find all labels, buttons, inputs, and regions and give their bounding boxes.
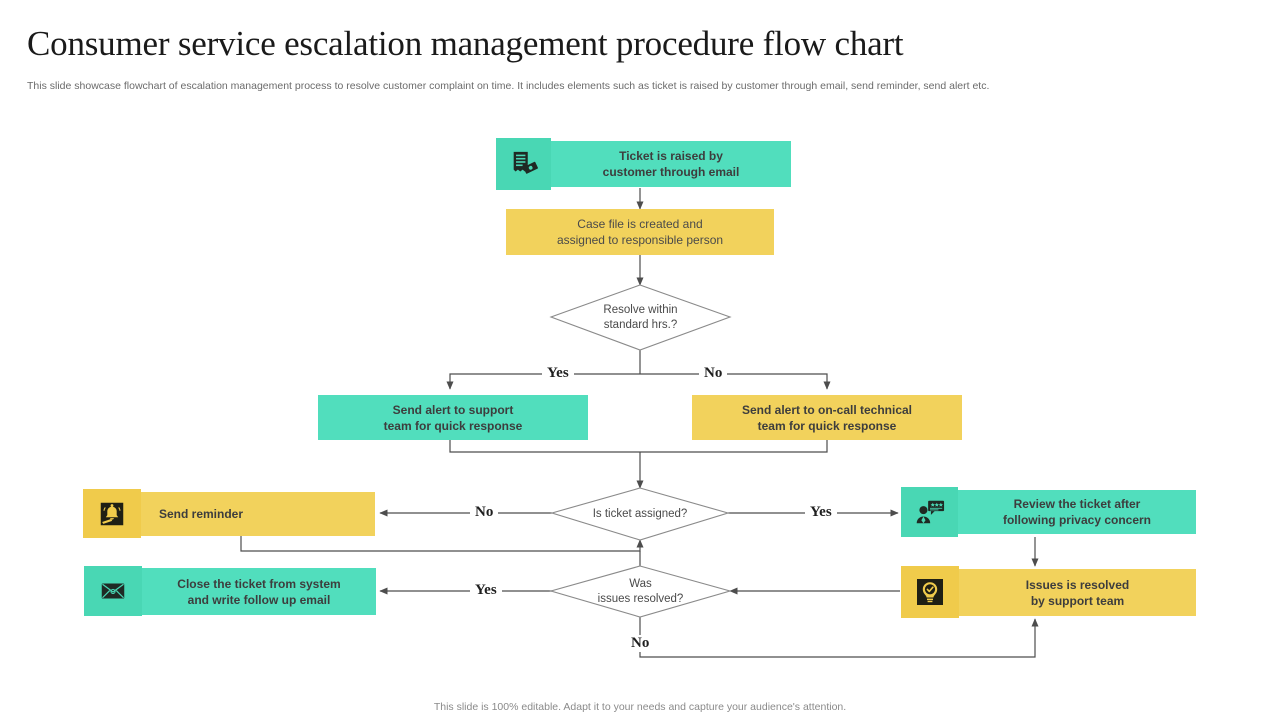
decision-is-ticket-assigned[interactable]: Is ticket assigned? bbox=[552, 488, 728, 540]
edge-label-resolved-no: No bbox=[626, 635, 655, 652]
diamond-was-issues-resolved bbox=[549, 565, 733, 618]
page-title: Consumer service escalation management p… bbox=[27, 24, 904, 63]
node-send-alert-support[interactable]: Send alert to support team for quick res… bbox=[318, 395, 588, 440]
edge-label-resolve-yes: Yes bbox=[542, 365, 574, 382]
node-send-reminder[interactable]: Send reminder bbox=[141, 492, 375, 536]
node-send-alert-oncall[interactable]: Send alert to on-call technical team for… bbox=[692, 395, 962, 440]
node-issues-resolved[interactable]: Issues is resolved by support team bbox=[959, 569, 1196, 616]
edge-label-assigned-yes: Yes bbox=[805, 504, 837, 521]
decision-resolve-label: Resolve within standard hrs.? bbox=[603, 303, 678, 331]
document-ticket-icon bbox=[496, 138, 551, 190]
footer-note: This slide is 100% editable. Adapt it to… bbox=[433, 701, 847, 713]
diamond-resolve-within-hours bbox=[549, 284, 732, 351]
bell-reminder-icon bbox=[83, 489, 141, 538]
agent-review-icon bbox=[901, 487, 958, 537]
node-case-file-created[interactable]: Case file is created and assigned to res… bbox=[506, 209, 774, 255]
diamond-is-ticket-assigned bbox=[550, 487, 730, 541]
decision-resolve-within-hours[interactable]: Resolve within standard hrs.? bbox=[551, 285, 730, 350]
edge-label-assigned-no: No bbox=[470, 504, 499, 521]
decision-resolved-label: Was issues resolved? bbox=[597, 577, 684, 605]
node-ticket-raised[interactable]: Ticket is raised by customer through ema… bbox=[551, 141, 791, 187]
node-close-ticket[interactable]: Close the ticket from system and write f… bbox=[142, 568, 376, 615]
edge-label-resolve-no: No bbox=[699, 365, 728, 382]
page-subtitle: This slide showcase flowchart of escalat… bbox=[27, 80, 990, 92]
envelope-icon bbox=[84, 566, 142, 616]
decision-assigned-label: Is ticket assigned? bbox=[592, 507, 688, 520]
bulb-check-icon bbox=[901, 566, 959, 618]
decision-was-issues-resolved[interactable]: Was issues resolved? bbox=[551, 566, 730, 617]
edge-label-resolved-yes: Yes bbox=[470, 582, 502, 599]
node-review-ticket[interactable]: Review the ticket after following privac… bbox=[958, 490, 1196, 534]
